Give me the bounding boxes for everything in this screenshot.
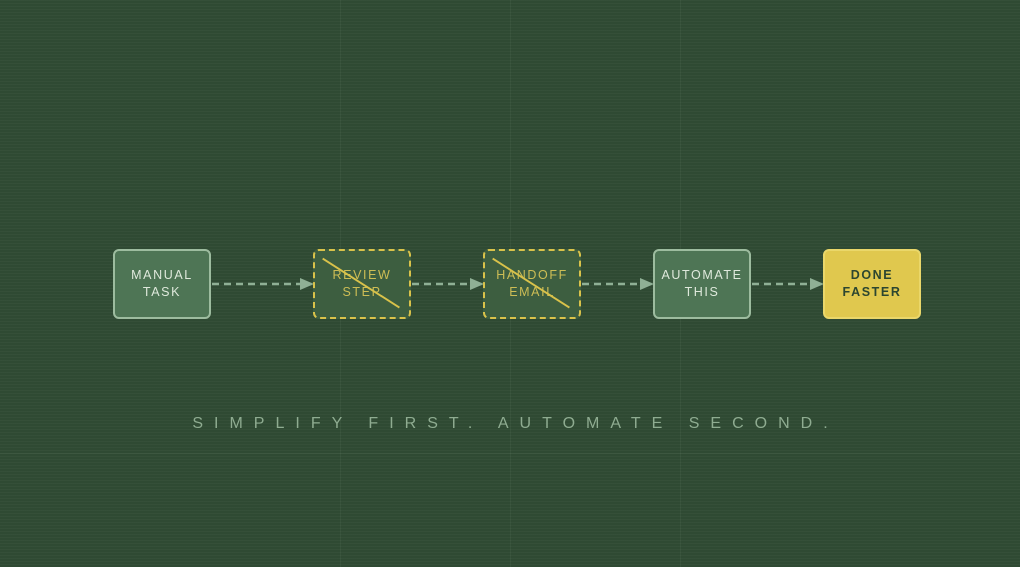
connector-3 — [582, 278, 654, 290]
node-review-step: REVIEW STEP — [313, 249, 411, 319]
tagline: SIMPLIFY FIRST. AUTOMATE SECOND. — [192, 415, 839, 432]
node-label: REVIEW STEP — [332, 268, 392, 299]
node-automate-this: AUTOMATE THIS — [653, 249, 751, 319]
node-handoff-email: HANDOFF EMAIL — [483, 249, 581, 319]
node-done-faster: DONE FASTER — [823, 249, 921, 319]
strikethrough-mark — [492, 257, 570, 309]
connector-2 — [412, 278, 484, 290]
node-label: MANUAL TASK — [131, 268, 193, 299]
strikethrough-mark — [322, 257, 400, 309]
node-label: DONE FASTER — [842, 268, 902, 299]
node-manual-task: MANUAL TASK — [113, 249, 211, 319]
gridline-h-1 — [0, 453, 1020, 454]
connector-4 — [752, 278, 824, 290]
connector-1 — [212, 278, 314, 290]
node-label: AUTOMATE THIS — [661, 268, 743, 299]
